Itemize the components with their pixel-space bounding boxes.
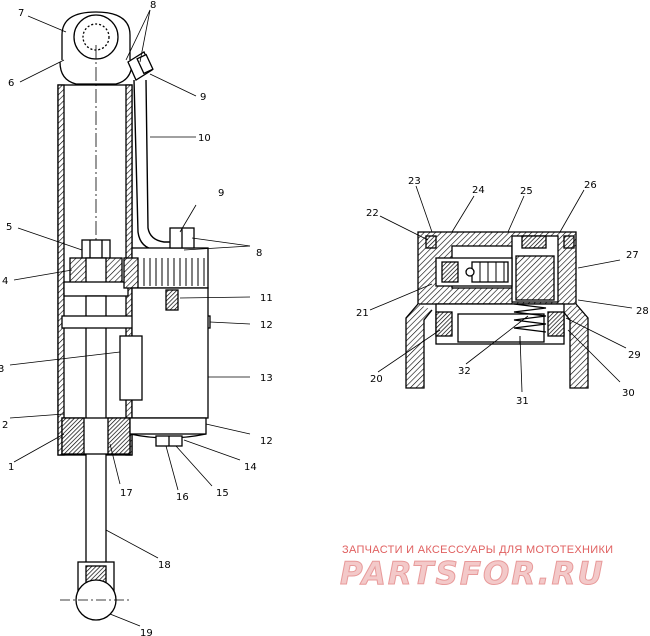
- callout-7: 7: [18, 8, 24, 19]
- watermark-tagline: ЗАПЧАСТИ И АКСЕССУАРЫ ДЛЯ МОТОТЕХНИКИ: [342, 544, 613, 556]
- callout-15: 15: [216, 488, 229, 499]
- callout-2: 2: [2, 420, 8, 431]
- callout-6: 6: [8, 78, 14, 89]
- callout-8-mid: 8: [256, 248, 262, 259]
- piston-detail: [405, 231, 589, 389]
- callout-10: 10: [198, 133, 211, 144]
- leader-lines-left: [9, 9, 251, 627]
- callout-8-top: 8: [150, 0, 156, 11]
- callout-1: 1: [8, 462, 14, 473]
- callout-29: 29: [628, 350, 641, 361]
- callout-18: 18: [158, 560, 171, 571]
- callout-16: 16: [176, 492, 189, 503]
- callout-4: 4: [2, 276, 8, 287]
- lower-eyelet: [60, 561, 132, 621]
- callout-3: 3: [0, 364, 4, 375]
- callout-25: 25: [520, 186, 533, 197]
- callout-23: 23: [408, 176, 421, 187]
- callout-26: 26: [584, 180, 597, 191]
- watermark: ЗАПЧАСТИ И АКСЕССУАРЫ ДЛЯ МОТОТЕХНИКИ PA…: [340, 544, 614, 593]
- callout-28: 28: [636, 306, 649, 317]
- watermark-brand: PARTSFOR.RU: [340, 556, 605, 592]
- callout-11: 11: [260, 293, 273, 304]
- callout-9-mid: 9: [218, 188, 224, 199]
- callouts-left: 7 6 8 9 10 9 5 8 4 11 12 3 13 2 12 1 14 …: [0, 0, 273, 636]
- callout-5: 5: [6, 222, 12, 233]
- callout-30: 30: [622, 388, 635, 399]
- callout-22: 22: [366, 208, 379, 219]
- seal-head: [61, 417, 131, 455]
- callout-12-lower: 12: [260, 436, 273, 447]
- callout-14: 14: [244, 462, 257, 473]
- callout-9-top: 9: [200, 92, 206, 103]
- callout-13: 13: [260, 373, 273, 384]
- callouts-right: 23 24 25 26 22 27 21 28 29 32 20 30 31: [356, 176, 649, 407]
- callout-27: 27: [626, 250, 639, 261]
- callout-17: 17: [120, 488, 133, 499]
- piston-nut: [63, 239, 129, 297]
- callout-19: 19: [140, 628, 153, 636]
- callout-12-upper: 12: [260, 320, 273, 331]
- reservoir-hose: [127, 51, 172, 251]
- callout-31: 31: [516, 396, 529, 407]
- leader-lines-right: [369, 185, 633, 393]
- callout-32: 32: [458, 366, 471, 377]
- reservoir: [119, 227, 209, 447]
- callout-21: 21: [356, 308, 369, 319]
- callout-24: 24: [472, 185, 485, 196]
- callout-20: 20: [370, 374, 383, 385]
- shock-assembly: [57, 11, 211, 621]
